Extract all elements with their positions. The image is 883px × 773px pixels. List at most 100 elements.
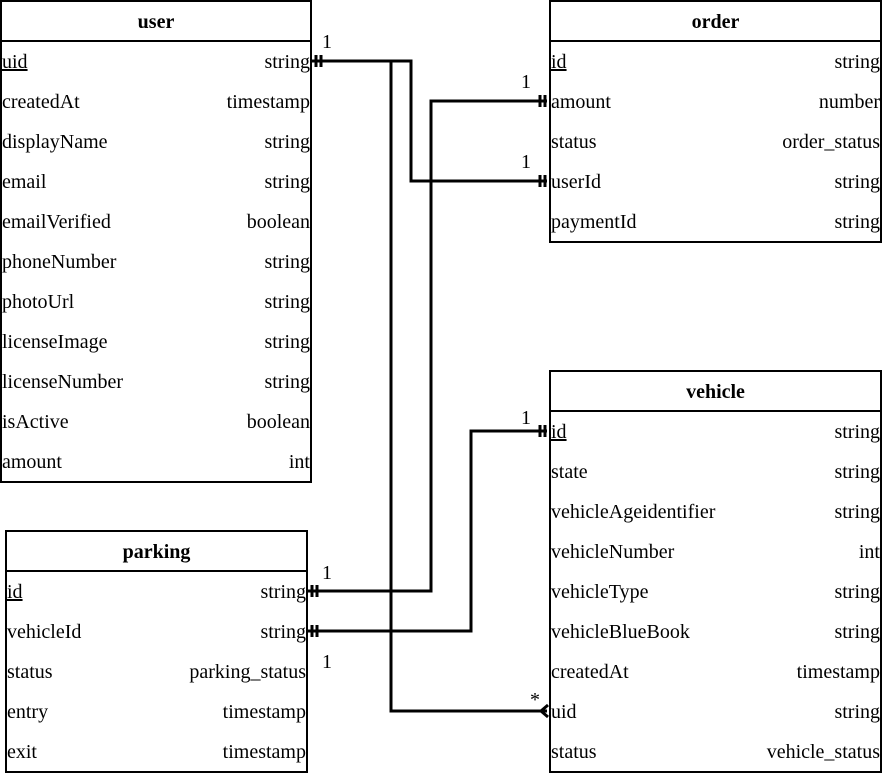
field-type: order_status <box>782 131 880 153</box>
field-row: vehicleBlueBook string <box>551 612 880 652</box>
field-row: amount number <box>551 82 880 122</box>
field-name: vehicleNumber <box>551 541 675 563</box>
entity-user: user uid string createdAt timestamp displayN… <box>0 0 312 483</box>
cardinality-user-uid: 1 <box>322 31 332 53</box>
one-marker-vehicle-id <box>538 425 547 437</box>
field-type: string <box>834 701 880 723</box>
field-name-primary-key: uid <box>2 51 28 73</box>
field-name: phoneNumber <box>2 251 117 273</box>
field-row: photoUrl string <box>2 282 310 322</box>
one-marker-parking-vehicleid <box>310 625 319 637</box>
cardinality-parking-id: 1 <box>322 562 332 584</box>
field-row: exit timestamp <box>7 732 306 772</box>
field-type: string <box>834 461 880 483</box>
field-row: paymentId string <box>551 202 880 242</box>
entity-title: user <box>2 2 310 42</box>
field-type: string <box>834 621 880 643</box>
field-type: timestamp <box>226 91 310 113</box>
field-name: createdAt <box>2 91 80 113</box>
field-type: vehicle_status <box>766 741 880 763</box>
field-name: licenseImage <box>2 331 108 353</box>
field-row: licenseImage string <box>2 322 310 362</box>
field-type: string <box>260 621 306 643</box>
one-marker-user-uid <box>314 55 323 67</box>
field-type: timestamp <box>796 661 880 683</box>
field-type: number <box>818 91 880 113</box>
field-row: licenseNumber string <box>2 362 310 402</box>
field-type: string <box>834 211 880 233</box>
field-row: vehicleId string <box>7 612 306 652</box>
field-row: uid string <box>2 42 310 82</box>
field-list: uid string createdAt timestamp displayName st… <box>2 42 310 482</box>
field-name: licenseNumber <box>2 371 124 393</box>
one-marker-parking-id <box>310 585 319 597</box>
field-name: email <box>2 171 47 193</box>
field-row: emailVerified boolean <box>2 202 310 242</box>
field-type: string <box>264 331 310 353</box>
field-name: status <box>7 661 53 683</box>
cardinality-vehicle-uid: * <box>530 689 540 711</box>
field-type: string <box>834 51 880 73</box>
field-name: exit <box>7 741 37 763</box>
field-type: string <box>834 501 880 523</box>
field-name: photoUrl <box>2 291 75 313</box>
field-row: uid string <box>551 692 880 732</box>
field-name: paymentId <box>551 211 637 233</box>
field-name: vehicleBlueBook <box>551 621 690 643</box>
field-row: email string <box>2 162 310 202</box>
cardinality-parking-vehicleid: 1 <box>322 651 332 673</box>
entity-title: parking <box>7 532 306 572</box>
field-type: timestamp <box>222 701 306 723</box>
field-name: userId <box>551 171 601 193</box>
connector-user-uid-vehicle-uid <box>312 59 547 713</box>
field-type: string <box>834 581 880 603</box>
field-type: int <box>858 541 880 563</box>
field-type: string <box>834 171 880 193</box>
entity-title: vehicle <box>551 372 880 412</box>
field-name-primary-key: id <box>551 421 567 443</box>
field-name: emailVerified <box>2 211 111 233</box>
entity-title: order <box>551 2 880 42</box>
one-marker-order-amount <box>538 95 547 107</box>
one-marker-order-userid <box>538 175 547 187</box>
field-type: string <box>264 371 310 393</box>
field-row: createdAt timestamp <box>551 652 880 692</box>
field-row: vehicleNumber int <box>551 532 880 572</box>
field-type: string <box>264 51 310 73</box>
field-row: createdAt timestamp <box>2 82 310 122</box>
connector-parking-vehicleid-vehicle-id <box>308 429 547 633</box>
field-type: string <box>264 251 310 273</box>
field-name: vehicleId <box>7 621 82 643</box>
field-row: displayName string <box>2 122 310 162</box>
field-type: timestamp <box>222 741 306 763</box>
field-type: string <box>264 171 310 193</box>
field-name: isActive <box>2 411 69 433</box>
field-name: amount <box>551 91 611 113</box>
field-name: createdAt <box>551 661 629 683</box>
field-type: string <box>264 291 310 313</box>
field-name: uid <box>551 701 577 723</box>
field-type: string <box>264 131 310 153</box>
field-type: int <box>288 451 310 473</box>
connector-user-uid-order-userid <box>312 59 547 183</box>
field-name: displayName <box>2 131 108 153</box>
connector-parking-id-order-amount <box>308 99 547 593</box>
field-type: boolean <box>246 211 310 233</box>
field-name: entry <box>7 701 49 723</box>
